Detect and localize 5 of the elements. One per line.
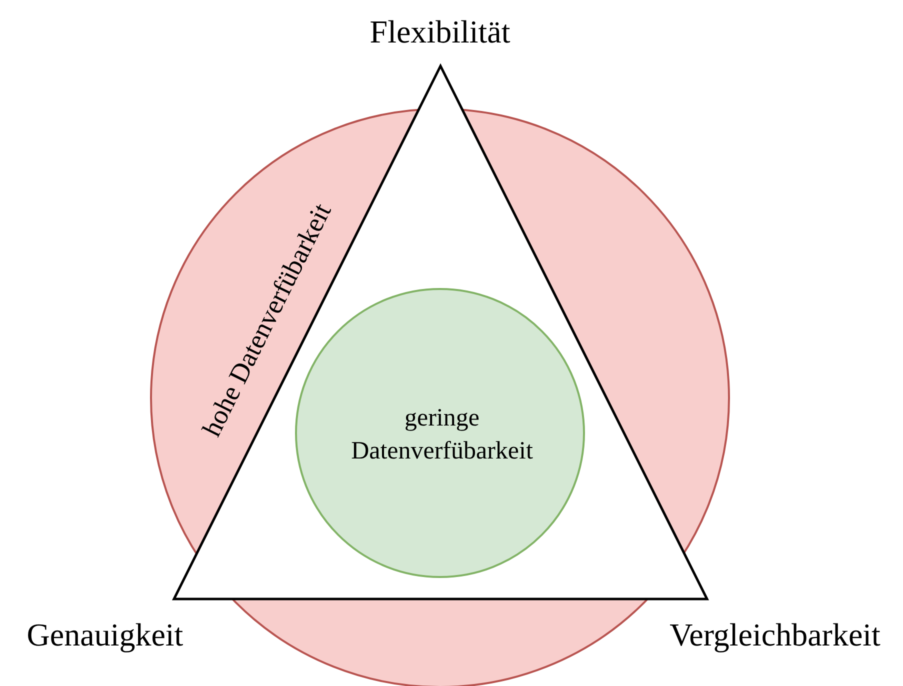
corner-label: Vergleichbarkeit [670,616,880,654]
area-label: geringe Datenverfübarkeit [350,404,534,466]
corner-label: Genauigkeit [26,616,184,654]
corner-label: Flexibilität [370,14,510,50]
triangle [173,65,708,600]
